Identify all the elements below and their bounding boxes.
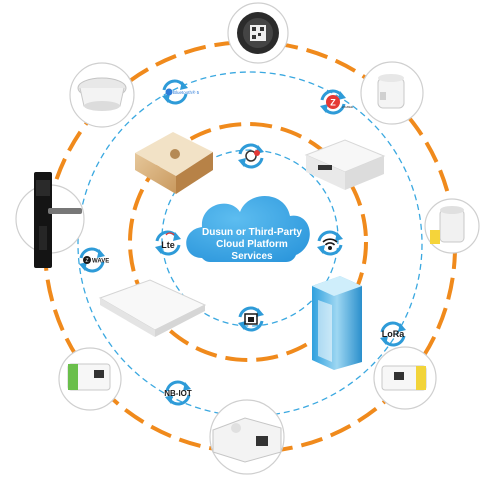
- nbiot-icon: NB-IOT: [164, 389, 192, 398]
- cloud-platform: Dusun or Third-Party Cloud Platform Serv…: [186, 195, 310, 262]
- svg-text:WAVE: WAVE: [92, 259, 109, 265]
- plug-sensor-device: [360, 61, 424, 125]
- svg-text:Z: Z: [85, 258, 88, 264]
- zwave-icon: Z WAVE: [83, 256, 109, 265]
- lora-icon: LoRa: [382, 329, 405, 339]
- zigbee-icon: Z ZIGBEE: [326, 95, 353, 109]
- yellow-sensor-device: [373, 346, 437, 410]
- smoke-detector-device: [69, 62, 135, 128]
- svg-text:LoRa: LoRa: [382, 329, 405, 339]
- zigbee-badge: Z ZIGBEE: [318, 89, 353, 115]
- lte-icon: Lte: [161, 232, 175, 250]
- cellular-badge: [236, 143, 266, 169]
- bottom-sensor-device: [209, 399, 285, 475]
- green-sensor-device: [58, 347, 122, 411]
- bluetooth-badge: Bluetooth® 5: [160, 79, 200, 105]
- nbiot-badge: NB-IOT: [163, 380, 193, 406]
- lte-badge: Lte: [153, 230, 183, 256]
- wooden-gateway-device: [135, 132, 213, 194]
- door-lock-device: [15, 172, 85, 268]
- bluetooth-icon: Bluetooth® 5: [165, 88, 200, 96]
- svg-text:NB-IOT: NB-IOT: [164, 389, 192, 398]
- wifi-icon: [322, 238, 338, 251]
- top-sensor-device: [227, 2, 289, 64]
- svg-text:Lte: Lte: [161, 240, 175, 250]
- cylinder-sensor-device: [424, 198, 480, 254]
- svg-text:Z: Z: [330, 98, 336, 108]
- white-hub-device: [304, 139, 386, 190]
- svg-text:Bluetooth® 5: Bluetooth® 5: [173, 89, 200, 95]
- inner-orange-ring: [128, 122, 368, 362]
- wifi-badge: [315, 230, 345, 256]
- svg-text:ZIGBEE: ZIGBEE: [342, 105, 353, 109]
- cellular-icon: [245, 150, 257, 162]
- ethernet-badge: [236, 306, 266, 332]
- cloud-title-line2: Cloud Platform: [216, 239, 288, 250]
- zwave-badge: Z WAVE: [77, 247, 109, 273]
- ethernet-icon: [244, 313, 258, 325]
- cloud-title-line3: Services: [231, 251, 273, 262]
- cloud-title-line1: Dusun or Third-Party: [202, 227, 302, 238]
- pillar-gateway-device: [312, 276, 362, 370]
- flat-router-device: [98, 279, 207, 337]
- lora-badge: LoRa: [378, 321, 408, 347]
